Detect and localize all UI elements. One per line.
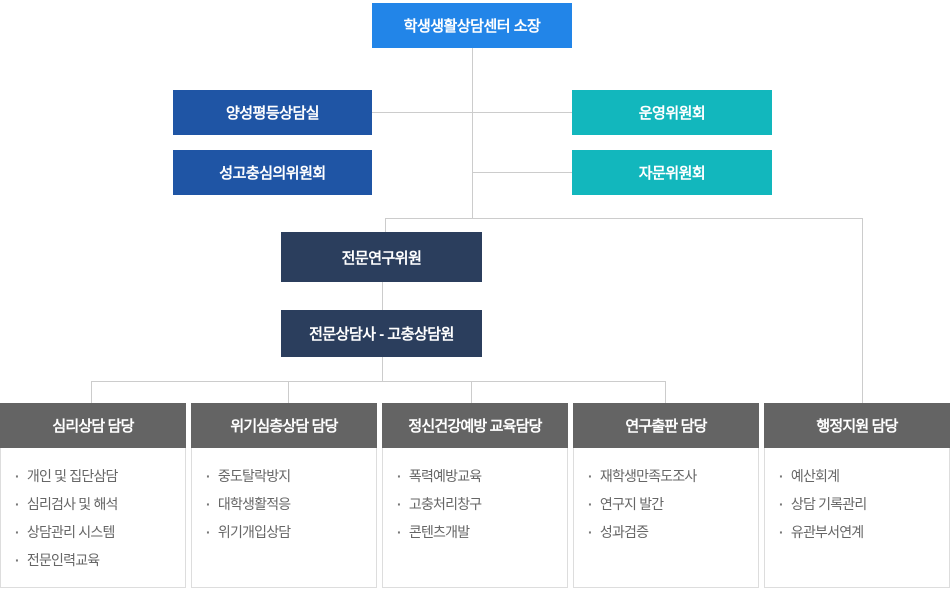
list-item-label: 개인 및 집단삼담 [26,468,119,484]
bullet-icon: · [206,468,211,484]
list-item-label: 전문인력교육 [26,552,100,568]
team-columns: 심리상담 담당 · 개인 및 집단삼담 · 심리검사 및 해석 · 상담관리 시스템 … [0,403,950,588]
list-item-label: 예산회계 [790,468,840,484]
connector-line [472,48,473,218]
connector-line [382,357,383,381]
list-item: · 재학생만족도조사 [588,462,748,490]
node-professional-counselor: 전문상담사 - 고충상담원 [281,310,482,357]
team-column-psychological-counseling: 심리상담 담당 · 개인 및 집단삼담 · 심리검사 및 해석 · 상담관리 시스템 … [0,403,186,588]
team-header: 정신건강예방 교육담당 [382,403,568,448]
team-body: · 예산회계 · 상담 기록관리 · 유관부서연계 [764,448,950,588]
node-center-director: 학생생활상담센터 소장 [372,3,572,48]
bullet-icon: · [206,524,211,540]
connector-line [472,172,572,173]
bullet-icon: · [779,496,784,512]
bullet-icon: · [15,552,20,568]
bullet-icon: · [588,496,593,512]
list-item: · 폭력예방교육 [397,462,557,490]
list-item-label: 심리검사 및 해석 [26,496,119,512]
connector-line [471,381,472,403]
list-item-label: 재학생만족도조사 [599,468,697,484]
list-item-label: 폭력예방교육 [408,468,482,484]
list-item: · 콘텐츠개발 [397,518,557,546]
bullet-icon: · [588,524,593,540]
list-item: · 위기개입상담 [206,518,366,546]
bullet-icon: · [779,468,784,484]
team-column-crisis-counseling: 위기심층상담 담당 · 중도탈락방지 · 대학생활적응 · 위기개입상담 [191,403,377,588]
connector-line [91,381,92,403]
team-body: · 중도탈락방지 · 대학생활적응 · 위기개입상담 [191,448,377,588]
list-item: · 상담관리 시스템 [15,518,175,546]
list-item-label: 상담관리 시스템 [26,524,115,540]
list-item-label: 위기개입상담 [217,524,291,540]
node-steering-committee: 운영위원회 [572,90,772,135]
team-header: 심리상담 담당 [0,403,186,448]
team-column-research-publication: 연구출판 담당 · 재학생만족도조사 · 연구지 발간 · 성과검증 [573,403,759,588]
bullet-icon: · [397,496,402,512]
list-item: · 대학생활적응 [206,490,366,518]
list-item: · 유관부서연계 [779,518,939,546]
list-item-label: 연구지 발간 [599,496,664,512]
connector-line [382,282,383,310]
list-item-label: 중도탈락방지 [217,468,291,484]
team-header: 연구출판 담당 [573,403,759,448]
list-item-label: 콘텐츠개발 [408,524,470,540]
team-header: 위기심층상담 담당 [191,403,377,448]
connector-line [665,381,666,403]
bullet-icon: · [397,468,402,484]
list-item-label: 고충처리창구 [408,496,482,512]
list-item: · 전문인력교육 [15,546,175,574]
node-advisory-committee: 자문위원회 [572,150,772,195]
list-item: · 상담 기록관리 [779,490,939,518]
team-column-mental-health-education: 정신건강예방 교육담당 · 폭력예방교육 · 고충처리창구 · 콘텐츠개발 [382,403,568,588]
bullet-icon: · [206,496,211,512]
list-item: · 중도탈락방지 [206,462,366,490]
list-item: · 심리검사 및 해석 [15,490,175,518]
list-item: · 개인 및 집단삼담 [15,462,175,490]
bullet-icon: · [588,468,593,484]
connector-line [862,218,863,403]
list-item-label: 대학생활적응 [217,496,291,512]
list-item-label: 상담 기록관리 [790,496,867,512]
team-body: · 폭력예방교육 · 고충처리창구 · 콘텐츠개발 [382,448,568,588]
bullet-icon: · [15,496,20,512]
connector-line [385,218,863,219]
node-gender-equality-counseling-room: 양성평등상담실 [173,90,372,135]
bullet-icon: · [779,524,784,540]
team-body: · 재학생만족도조사 · 연구지 발간 · 성과검증 [573,448,759,588]
node-research-fellow: 전문연구위원 [281,232,482,282]
list-item-label: 성과검증 [599,524,649,540]
list-item: · 예산회계 [779,462,939,490]
list-item-label: 유관부서연계 [790,524,864,540]
connector-line [91,381,666,382]
bullet-icon: · [15,524,20,540]
connector-line [288,381,289,403]
list-item: · 고충처리창구 [397,490,557,518]
team-header: 행정지원 담당 [764,403,950,448]
bullet-icon: · [397,524,402,540]
team-column-administrative-support: 행정지원 담당 · 예산회계 · 상담 기록관리 · 유관부서연계 [764,403,950,588]
node-sexual-grievance-committee: 성고충심의위원회 [173,150,372,195]
connector-line [385,218,386,232]
list-item: · 연구지 발간 [588,490,748,518]
team-body: · 개인 및 집단삼담 · 심리검사 및 해석 · 상담관리 시스템 · 전문인력교육 [0,448,186,588]
list-item: · 성과검증 [588,518,748,546]
bullet-icon: · [15,468,20,484]
connector-line [372,112,572,113]
